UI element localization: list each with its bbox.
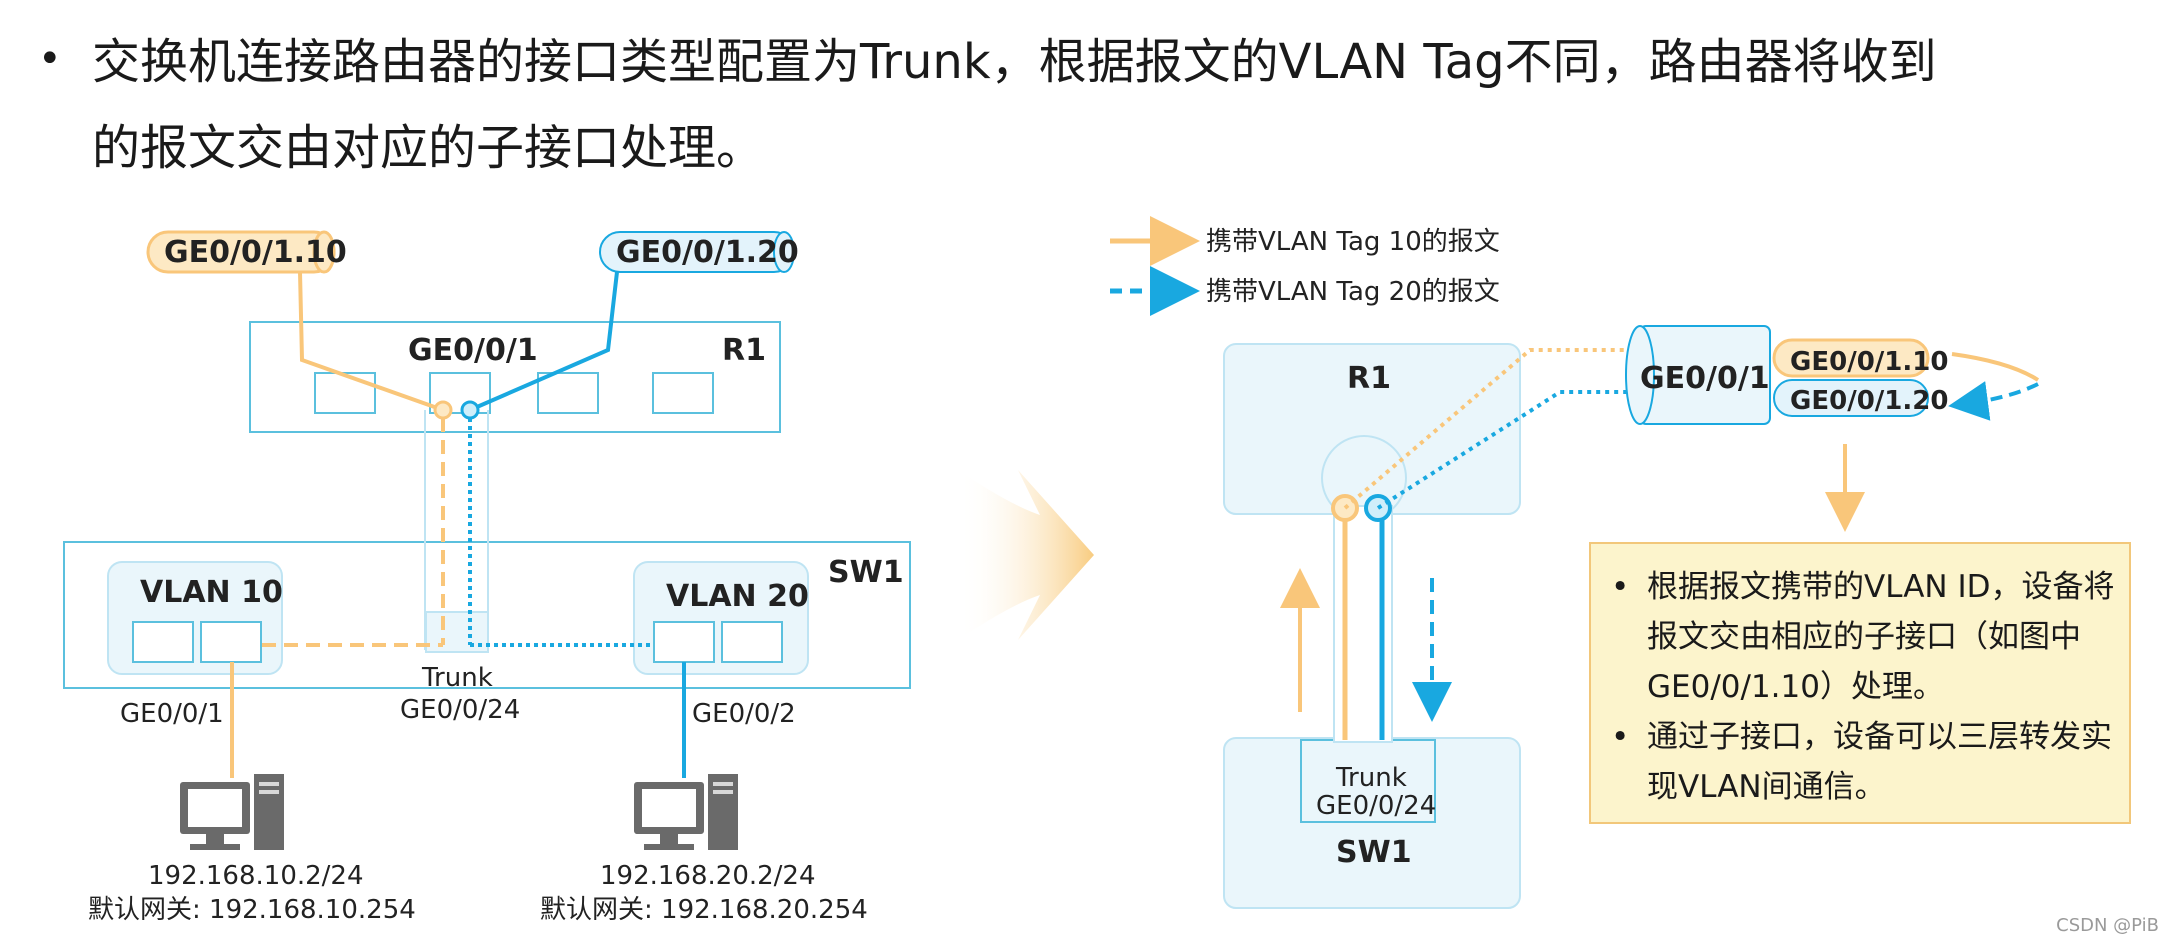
router-port-label: GE0/0/1 [408,333,538,368]
pc2-computer-icon [634,774,738,850]
port-right-label: GE0/0/2 [692,699,796,729]
physical-port-cylinder [1625,325,1771,425]
physical-port-label: GE0/0/1 [1640,361,1770,396]
explanation-text-2: 通过子接口，设备可以三层转发实现VLAN间通信。 [1647,719,2112,805]
legend-tag20-label: 携带VLAN Tag 20的报文 [1206,277,1500,307]
subif-20-link [469,271,619,412]
bullet-icon: • [1611,569,1630,605]
vlan20-port-b [721,621,783,663]
router-r1-label: R1 [722,333,766,368]
tag10-dotted-path [1343,348,1630,510]
heading-bullet: • [38,36,62,82]
heading-line-1: 交换机连接路由器的接口类型配置为Trunk，根据报文的VLAN Tag不同，路由… [92,34,1937,90]
watermark: CSDN @PiB [2056,915,2159,936]
trunk-port [425,611,489,653]
subif-20-right-label: GE0/0/1.20 [1790,386,1948,416]
pc1-computer-icon [180,774,284,850]
subif-20-cylinder [599,231,795,273]
vlan20-port-a [653,621,715,663]
transition-arrow-icon [958,470,1094,640]
pc1-gateway-label: 默认网关: 192.168.10.254 [88,895,416,925]
subif-10-cylinder [146,230,336,274]
sw1-trunk-label: Trunk [1335,763,1407,793]
loop-tag10-curve [1951,352,2040,382]
loop-tag20-curve [1948,381,2039,421]
explanation-box: • 根据报文携带的VLAN ID，设备将报文交由相应的子接口（如图中GE0/0/… [1589,542,2131,824]
vlan10-label: VLAN 10 [140,575,283,610]
switch-sw1-label: SW1 [828,555,904,590]
vlan10-port-a [132,621,194,663]
port-left-label: GE0/0/1 [120,699,224,729]
bullet-icon: • [1611,719,1630,755]
tag20-endpoint [460,400,480,420]
pc2-gateway-label: 默认网关: 192.168.20.254 [540,895,868,925]
router-port-3 [537,372,599,414]
subif-20-right-cylinder [1773,379,1929,417]
port-trunk-label: GE0/0/24 [400,695,520,725]
explanation-text-1: 根据报文携带的VLAN ID，设备将报文交由相应的子接口（如图中GE0/0/1.… [1647,569,2115,705]
sw1-trunk-port-label: GE0/0/24 [1316,791,1436,821]
pc1-ip-label: 192.168.10.2/24 [148,861,364,891]
r1-device-label: R1 [1347,361,1391,396]
subif-10-right-cylinder [1772,338,1930,378]
sw1-trunk-port-box [1300,739,1436,823]
pc2-ip-label: 192.168.20.2/24 [600,861,816,891]
subif-10-link [298,271,444,412]
trunk-label: Trunk [421,663,493,693]
subif-20-label: GE0/0/1.20 [616,235,799,270]
vlan20-label: VLAN 20 [666,579,809,614]
heading-line-2: 的报文交由对应的子接口处理。 [92,120,765,176]
sw1-device-label: SW1 [1336,835,1412,870]
tag20-dotted-path [1376,390,1630,510]
tag10-endpoint [433,400,453,420]
subif-10-label: GE0/0/1.10 [164,235,347,270]
vlan10-port-b [200,621,262,663]
legend-tag10-label: 携带VLAN Tag 10的报文 [1206,227,1500,257]
subif-10-right-label: GE0/0/1.10 [1790,347,1948,377]
router-port-1 [314,372,376,414]
router-port-4 [652,372,714,414]
